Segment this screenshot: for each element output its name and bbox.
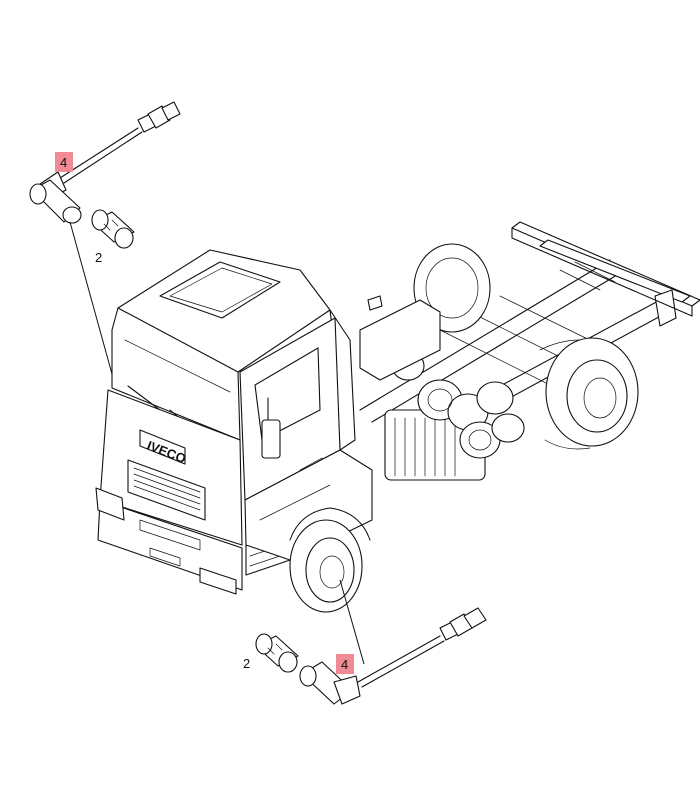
front-wheel bbox=[289, 507, 371, 613]
leader-line-top bbox=[69, 221, 113, 375]
callout-item-2-top: 2 bbox=[95, 250, 102, 265]
wheel-speed-sensor-bottom bbox=[299, 607, 487, 705]
callout-label-4-bottom: 4 bbox=[341, 657, 348, 672]
callout-item-2-bottom: 2 bbox=[243, 656, 250, 671]
leader-line-bottom bbox=[339, 579, 365, 665]
truck-cab: IVECO bbox=[95, 249, 373, 595]
callout-label-2-bottom: 2 bbox=[243, 656, 250, 671]
sensor-sleeve-top bbox=[91, 209, 135, 249]
chassis-frame bbox=[359, 221, 700, 453]
callout-label-2-top: 2 bbox=[95, 250, 102, 265]
callout-label-4-top: 4 bbox=[60, 155, 67, 170]
wheel-speed-sensor-top bbox=[29, 101, 181, 224]
callout-item-4-top: 4 bbox=[55, 152, 73, 172]
chassis-tanks bbox=[359, 295, 525, 481]
callout-item-4-bottom: 4 bbox=[336, 654, 354, 674]
sensor-sleeve-bottom bbox=[255, 633, 299, 673]
